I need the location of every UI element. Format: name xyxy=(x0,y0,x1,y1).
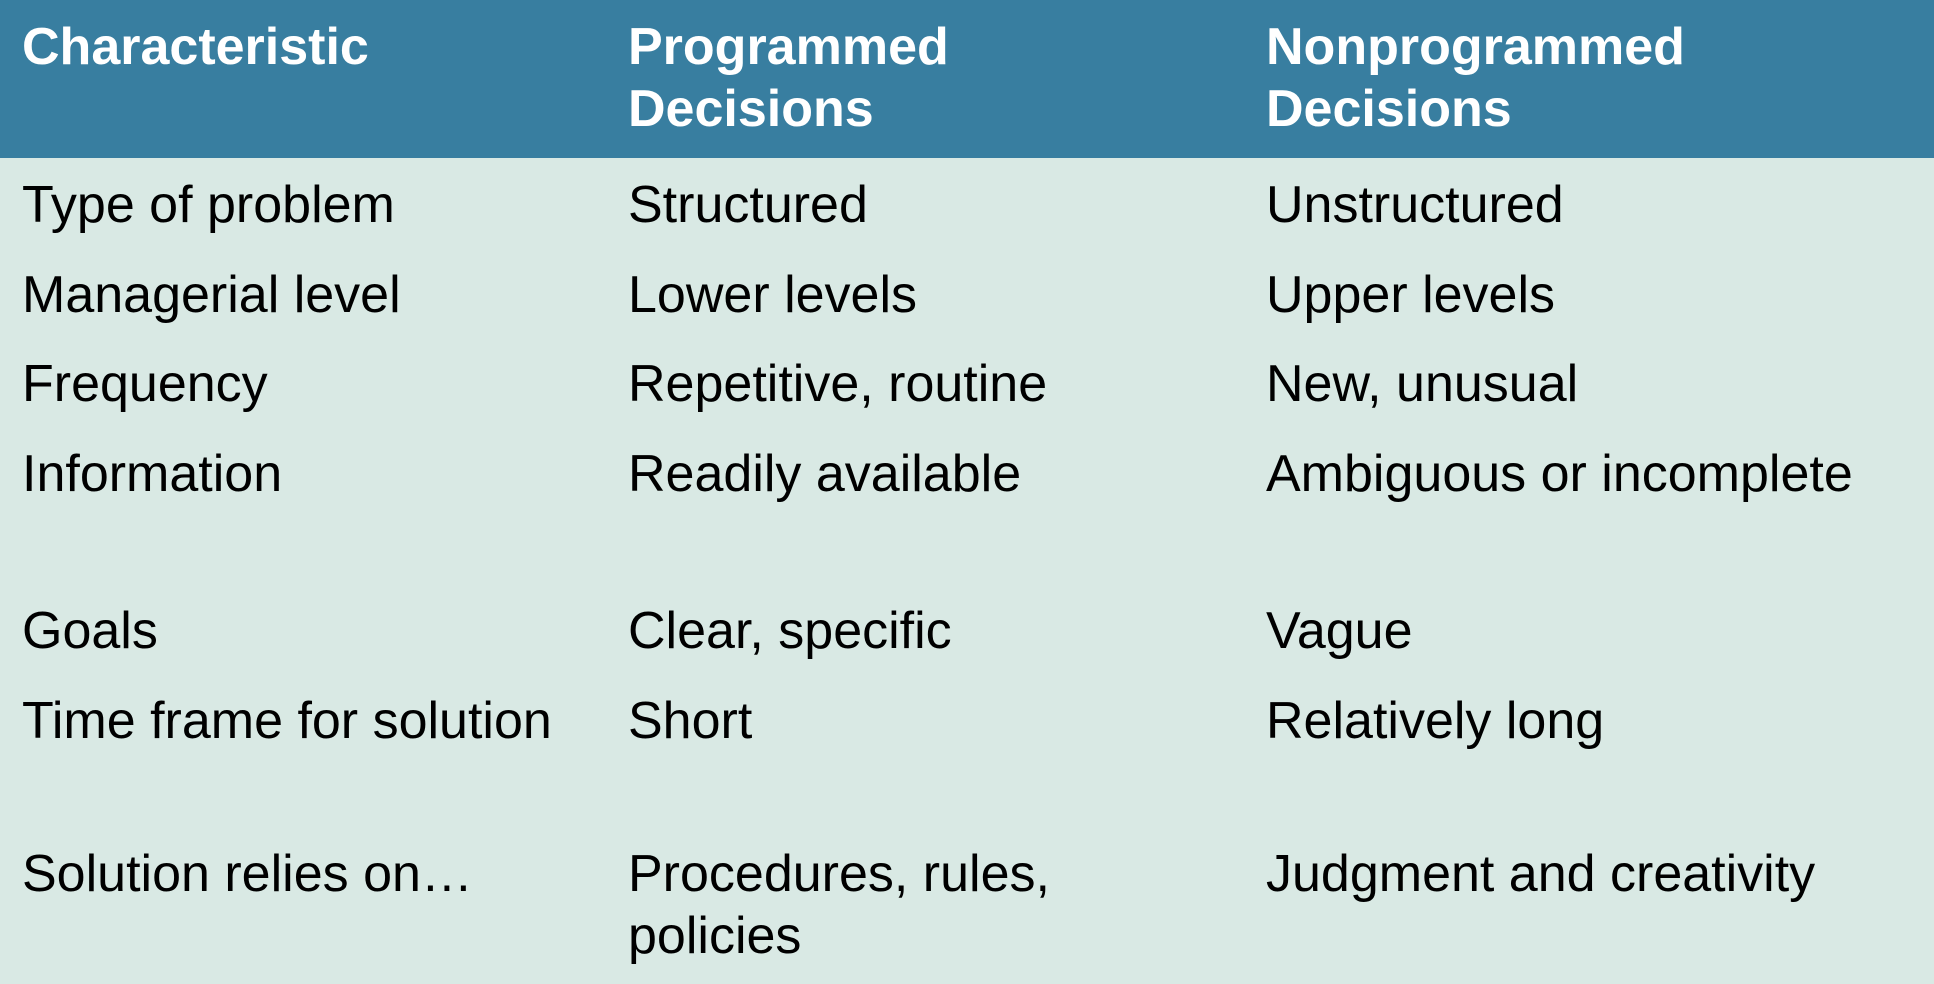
header-nonprogrammed-decisions: Nonprogrammed Decisions xyxy=(1266,18,1685,138)
row-characteristic: Solution relies on… xyxy=(22,845,473,903)
row-characteristic: Goals xyxy=(22,602,158,660)
row-nonprogrammed: Upper levels xyxy=(1266,266,1556,324)
row-nonprogrammed: Unstructured xyxy=(1266,176,1564,234)
row-programmed: Lower levels xyxy=(628,266,918,324)
row-programmed: Readily available xyxy=(628,445,1022,503)
table-header: Characteristic Programmed Decisions Nonp… xyxy=(0,0,1934,158)
row-nonprogrammed: Ambiguous or incomplete xyxy=(1266,445,1853,503)
header-programmed-decisions: Programmed Decisions xyxy=(628,18,949,138)
row-programmed: Clear, specific xyxy=(628,602,952,660)
row-programmed: Procedures, rules, policies xyxy=(628,845,1050,965)
row-programmed: Structured xyxy=(628,176,868,234)
row-characteristic: Frequency xyxy=(22,355,268,413)
row-characteristic: Managerial level xyxy=(22,266,401,324)
row-nonprogrammed: New, unusual xyxy=(1266,355,1579,413)
row-nonprogrammed: Vague xyxy=(1266,602,1413,660)
row-characteristic: Information xyxy=(22,445,283,503)
row-characteristic: Type of problem xyxy=(22,176,395,234)
row-nonprogrammed: Relatively long xyxy=(1266,692,1605,750)
header-characteristic: Characteristic xyxy=(22,18,369,76)
row-nonprogrammed: Judgment and creativity xyxy=(1266,845,1816,903)
row-characteristic: Time frame for solution xyxy=(22,692,552,750)
row-programmed: Repetitive, routine xyxy=(628,355,1048,413)
row-programmed: Short xyxy=(628,692,753,750)
